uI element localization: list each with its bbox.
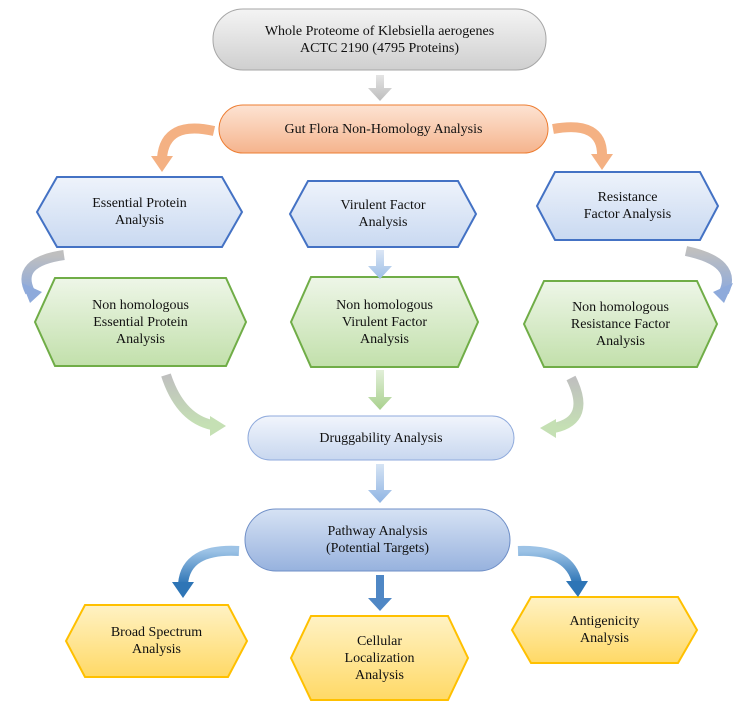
whole-proteome-label: Whole Proteome of Klebsiella aerogenes A… [264,23,495,56]
curved-arrow-pathway-to-broad [178,545,240,585]
nh-essential-node: Non homologous Essential Protein Analysi… [35,278,246,366]
curved-arrow-nh-resistance-to-druggability [552,375,584,433]
antigenicity-node: Antigenicity Analysis [512,597,697,663]
pathway-label: Pathway Analysis (Potential Targets) [325,524,430,556]
down-arrow-1 [368,75,392,101]
curved-arrow-pathway-to-antigenicity [517,545,582,585]
resistance-factor-hexagon [535,171,720,241]
essential-protein-label: Essential Protein Analysis [92,196,187,228]
arrowhead-nh-essential [22,283,42,303]
nh-essential-label: Non homologous Essential Protein Analysi… [92,297,189,347]
down-arrow-5 [368,575,392,611]
cellular-localization-label: Cellular Localization Analysis [344,633,415,683]
virulent-factor-node: Virulent Factor Analysis [290,181,476,247]
arrowhead-druggability-left [210,416,226,436]
nh-essential-hexagon [33,277,248,367]
cellular-localization-node: Cellular Localization Analysis [291,616,468,700]
down-arrow-3 [368,370,392,410]
gut-flora-node: Gut Flora Non-Homology Analysis [219,105,548,153]
whole-proteome-node: Whole Proteome of Klebsiella aerogenes A… [213,9,546,70]
resistance-factor-label: Resistance Factor Analysis [583,190,672,222]
pathway-node: Pathway Analysis (Potential Targets) [245,509,510,571]
arrowhead-nh-resistance [713,283,733,303]
down-arrow-2 [368,250,392,279]
resistance-factor-node: Resistance Factor Analysis [537,172,718,240]
arrowhead-broad [172,582,194,598]
gut-flora-label: Gut Flora Non-Homology Analysis [284,121,483,137]
curved-arrow-gut-to-essential [157,123,216,159]
essential-protein-node: Essential Protein Analysis [37,177,242,247]
arrowhead-antigenicity [566,581,588,597]
curved-arrow-gut-to-resistance [552,122,608,157]
gut-flora-box [218,104,549,154]
broad-spectrum-hexagon [64,604,249,678]
virulent-factor-label: Virulent Factor Analysis [340,198,426,230]
nh-resistance-label: Non homologous Resistance Factor Analysi… [570,299,671,349]
arrowhead-essential [151,156,173,172]
nh-virulent-hexagon [289,276,480,368]
antigenicity-label: Antigenicity Analysis [569,614,640,646]
nh-virulent-node: Non homologous Virulent Factor Analysis [291,277,478,367]
druggability-box [247,415,515,461]
nh-virulent-label: Non homologous Virulent Factor Analysis [336,297,433,347]
essential-protein-hexagon [35,176,244,248]
broad-spectrum-label: Broad Spectrum Analysis [110,625,203,657]
pathway-box [244,508,511,572]
arrowhead-resistance [591,154,613,170]
virulent-factor-hexagon [288,180,478,248]
nh-resistance-node: Non homologous Resistance Factor Analysi… [524,281,717,367]
antigenicity-hexagon [510,596,699,664]
cellular-localization-hexagon [289,615,470,701]
whole-proteome-box [212,8,547,71]
down-arrow-4 [368,464,392,503]
arrowhead-druggability-right [540,419,556,438]
nh-resistance-hexagon [522,280,719,368]
druggability-node: Druggability Analysis [248,416,514,460]
druggability-label: Druggability Analysis [319,430,443,446]
broad-spectrum-node: Broad Spectrum Analysis [66,605,247,677]
curved-arrow-nh-essential-to-druggability [161,373,214,430]
